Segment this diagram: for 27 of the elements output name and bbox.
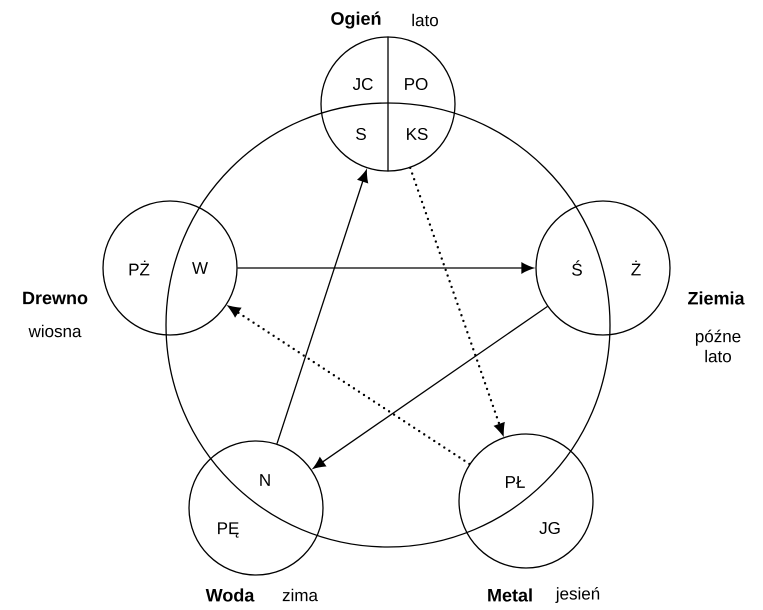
organ-label: PO [405,78,428,90]
organ-label: JG [539,522,560,534]
organ-label: KS [407,128,428,140]
element-heading: Drewno [23,292,88,304]
element-heading: Ziemia [688,291,745,305]
season-label: lato [412,14,438,26]
organ-label: N [260,474,270,486]
season-label: wiosna [28,324,82,338]
organ-label: W [192,262,208,274]
arrow [409,166,505,438]
element-heading: Woda [206,588,254,602]
organ-label: Ś [572,260,582,276]
organ-label: S [356,128,366,140]
arrow [312,306,548,469]
organ-label: Ż [631,260,641,276]
arrow [238,262,534,274]
organ-label: PŻ [130,260,150,276]
arrow [226,305,471,466]
element-heading: Ogień [331,11,380,28]
arrow [276,170,368,444]
season-label: zima [282,588,318,602]
element-heading: Metal [488,588,532,602]
organ-label: JC [352,78,373,90]
season-label: jesień [555,586,600,604]
organ-label: PŁ [506,476,525,488]
season-label: późne lato [696,330,740,362]
organ-label: PĘ [218,522,239,538]
